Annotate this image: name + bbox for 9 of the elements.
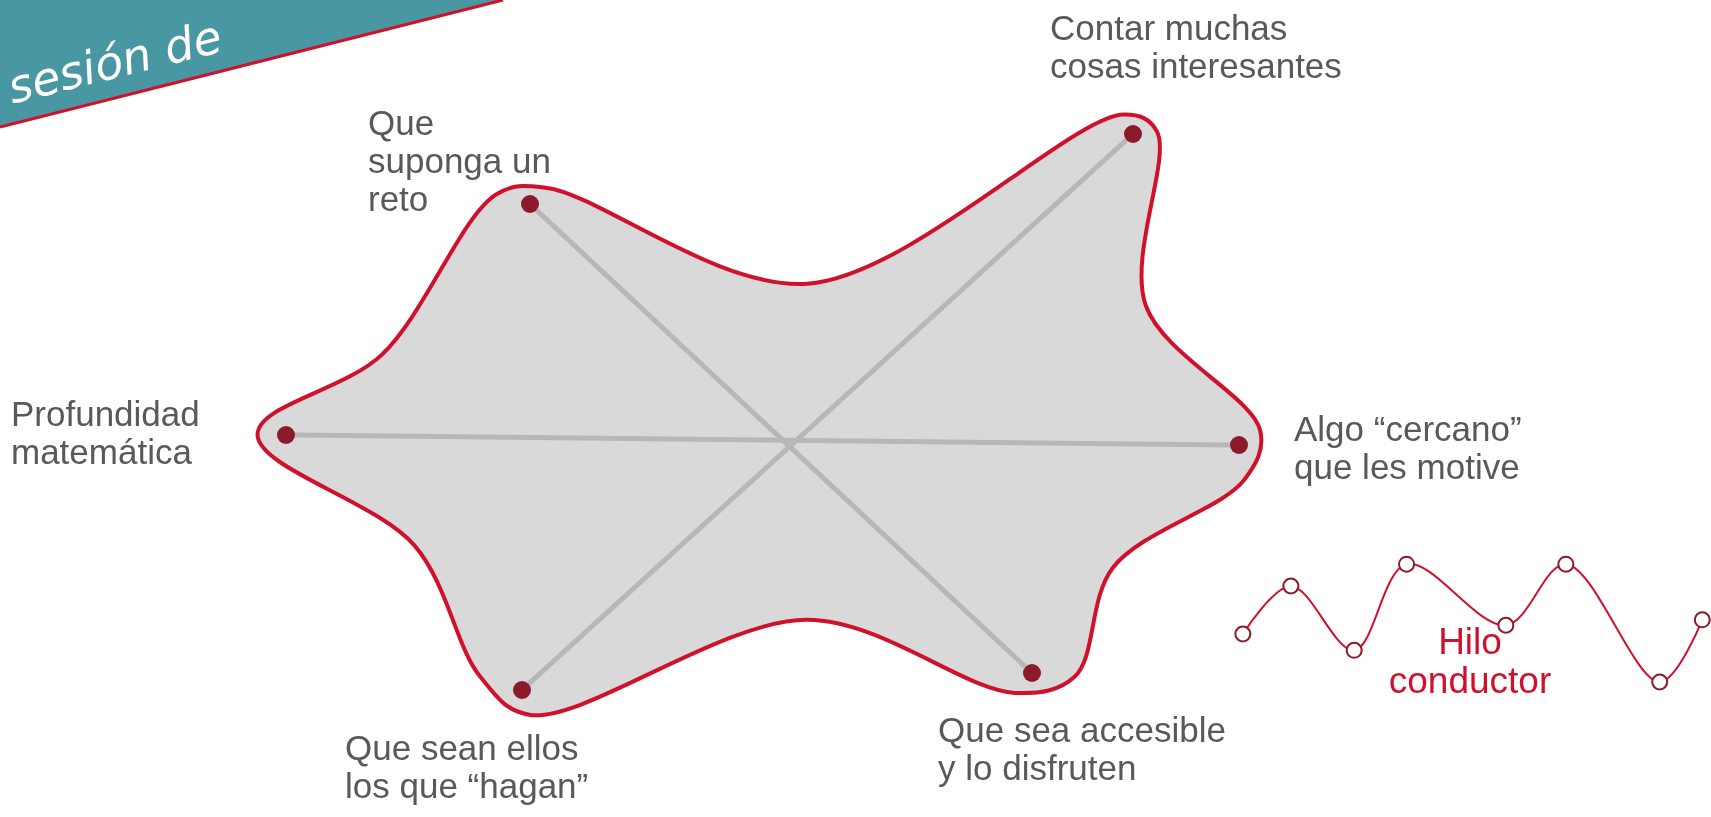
point-label: Que sea accesible y lo disfruten	[938, 711, 1227, 787]
point-label: Algo “cercano” que les motive	[1294, 410, 1523, 486]
point-label: Profundidad matemática	[11, 395, 201, 471]
banner-title: sesión de	[2, 9, 227, 115]
point-label: Que suponga un reto	[368, 104, 552, 218]
connector-line	[534, 208, 1028, 669]
point-label: Que sean ellos los que “hagan”	[345, 729, 590, 805]
point-label: Contar muchas cosas interesantes	[1050, 9, 1343, 85]
thread-label: Hilo conductor	[1387, 622, 1553, 700]
